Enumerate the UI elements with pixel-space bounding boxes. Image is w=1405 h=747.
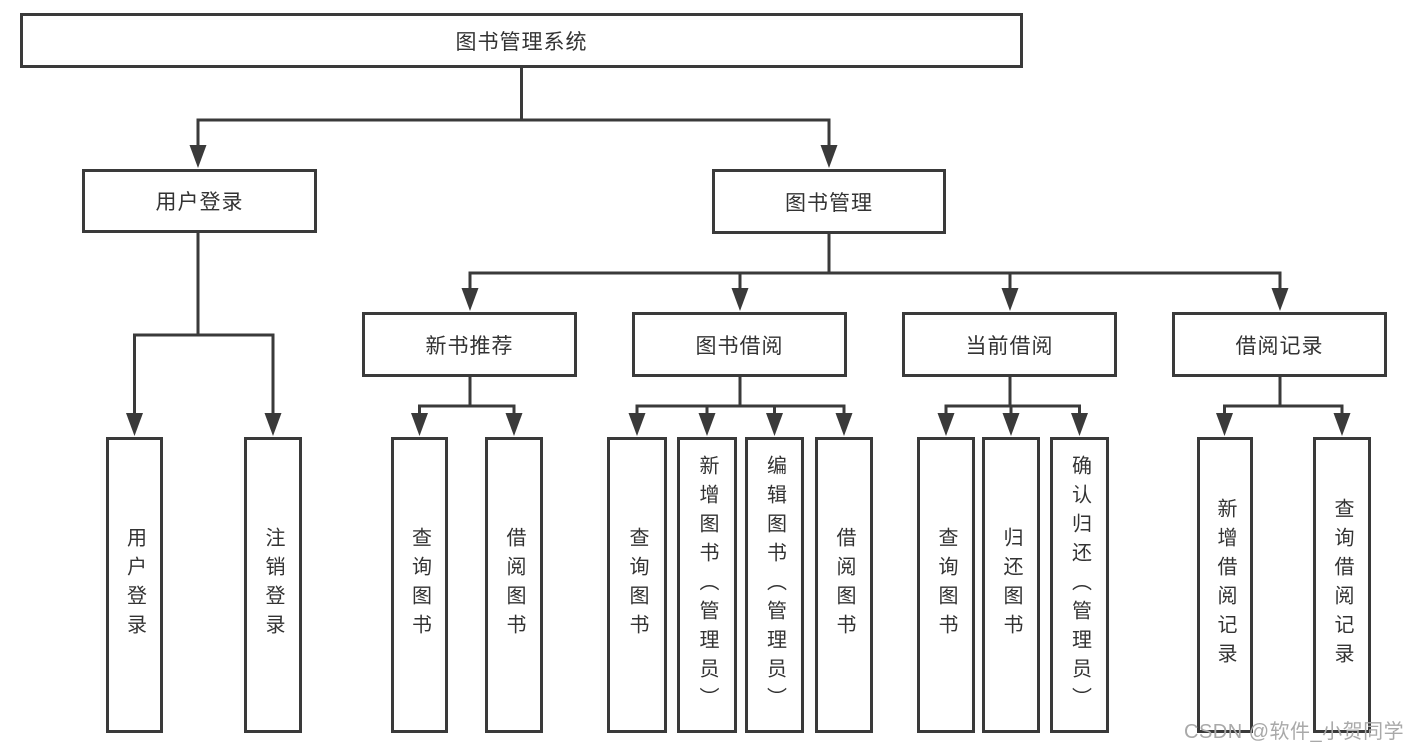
leaf-edit-book-admin: 编辑图书（管理员）	[745, 437, 804, 733]
node-library-management-system: 图书管理系统	[20, 13, 1023, 68]
arrowhead-icon	[1216, 413, 1233, 436]
node-label: 新书推荐	[425, 334, 514, 358]
arrowhead-icon	[1271, 288, 1289, 311]
node-label: 图书管理	[785, 191, 873, 215]
connector-book-borrow-to-leaves	[628, 375, 853, 436]
arrowhead-icon	[937, 413, 955, 436]
connector-book-mgmt-to-level3	[461, 232, 1289, 311]
node-label: 确认归还（管理员）	[1068, 454, 1091, 716]
node-book-borrow: 图书借阅	[632, 312, 847, 377]
node-label: 借阅图书	[503, 527, 525, 643]
node-label: 用户登录	[155, 191, 244, 214]
node-label: 查询图书	[408, 527, 431, 643]
node-label: 新增图书（管理员）	[696, 454, 718, 716]
leaf-borrow-books: 借阅图书	[815, 437, 873, 733]
arrowhead-icon	[126, 413, 143, 436]
node-label: 编辑图书（管理员）	[763, 454, 786, 716]
connector-user-login-to-leaves	[126, 231, 282, 436]
leaf-logout: 注销登录	[244, 437, 302, 733]
connector-current-borrow-to-leaves	[937, 375, 1088, 436]
arrowhead-icon	[820, 145, 838, 168]
arrowhead-icon	[1001, 288, 1019, 311]
node-label: 图书借阅	[695, 334, 784, 358]
arrowhead-icon	[1071, 413, 1088, 436]
arrowhead-icon	[505, 413, 523, 436]
node-borrow-records: 借阅记录	[1172, 312, 1387, 377]
arrowhead-icon	[766, 413, 783, 436]
leaf-user-login: 用户登录	[106, 437, 163, 733]
arrowhead-icon	[461, 288, 479, 311]
leaf-query-borrow-record: 查询借阅记录	[1313, 437, 1371, 733]
node-label: 查询借阅记录	[1331, 498, 1353, 672]
arrowhead-icon	[189, 145, 207, 168]
leaf-query-books-current: 查询图书	[917, 437, 975, 733]
node-label: 新增借阅记录	[1214, 498, 1236, 672]
csdn-watermark: CSDN @软件_小贺同学	[1184, 721, 1405, 743]
node-label: 图书管理系统	[455, 30, 588, 54]
arrowhead-icon	[835, 413, 853, 436]
leaf-confirm-return-admin: 确认归还（管理员）	[1050, 437, 1109, 733]
node-user-login: 用户登录	[82, 169, 317, 233]
arrowhead-icon	[698, 413, 716, 436]
arrowhead-icon	[628, 413, 646, 436]
node-label: 当前借阅	[965, 334, 1054, 358]
node-label: 查询图书	[626, 527, 648, 643]
connector-new-book-to-leaves	[411, 375, 523, 436]
connector-borrow-records-to-leaves	[1216, 375, 1351, 436]
arrowhead-icon	[1002, 413, 1020, 436]
node-book-management: 图书管理	[712, 169, 946, 234]
arrowhead-icon	[1333, 413, 1351, 436]
node-label: 注销登录	[262, 527, 284, 643]
leaf-add-book-admin: 新增图书（管理员）	[677, 437, 737, 733]
leaf-query-books-borrow: 查询图书	[607, 437, 667, 733]
node-label: 用户登录	[123, 527, 146, 643]
leaf-borrow-books-recommend: 借阅图书	[485, 437, 543, 733]
node-label: 借阅图书	[833, 527, 855, 643]
arrowhead-icon	[264, 413, 282, 436]
arrowhead-icon	[411, 413, 428, 436]
leaf-return-books: 归还图书	[982, 437, 1040, 733]
node-label: 借阅记录	[1235, 334, 1324, 358]
leaf-add-borrow-record: 新增借阅记录	[1197, 437, 1253, 733]
node-current-borrow: 当前借阅	[902, 312, 1117, 377]
node-label: 查询图书	[935, 527, 957, 643]
leaf-query-books-recommend: 查询图书	[391, 437, 448, 733]
arrowhead-icon	[731, 288, 749, 311]
node-label: 归还图书	[1000, 527, 1022, 643]
connector-root-to-level2	[189, 66, 838, 168]
node-new-book-recommend: 新书推荐	[362, 312, 577, 377]
